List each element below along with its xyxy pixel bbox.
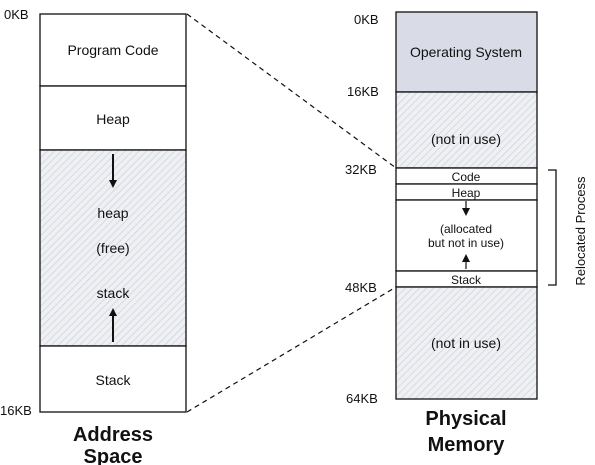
pm-unused-upper-label: (not in use) xyxy=(431,131,501,147)
pm-unused-upper-block xyxy=(395,91,538,169)
as-0kb-label: 0KB xyxy=(4,7,29,22)
relocated-process-label: Relocated Process xyxy=(573,176,588,286)
mapping-line-top xyxy=(186,13,397,169)
pm-title-line2: Memory xyxy=(428,434,506,456)
pm-16kb-label: 16KB xyxy=(347,84,379,99)
pm-title-line1: Physical xyxy=(425,408,506,430)
pm-os-label: Operating System xyxy=(410,44,522,60)
pm-unused-lower-block xyxy=(395,286,538,400)
as-free-label: (free) xyxy=(96,240,129,256)
as-free-heap-label: heap xyxy=(97,205,128,221)
pm-os-block xyxy=(395,11,538,93)
pm-32kb-label: 32KB xyxy=(345,162,377,177)
as-program-code-block xyxy=(39,13,187,87)
pm-code-label: Code xyxy=(452,170,481,184)
as-16kb-label: 16KB xyxy=(0,403,32,418)
physical-memory: 0KB 16KB 32KB 48KB 64KB Operating System… xyxy=(345,11,588,456)
as-stack-label: Stack xyxy=(95,372,131,388)
pm-heap-label: Heap xyxy=(452,186,481,200)
pm-allocated-label-2: but not in use) xyxy=(428,236,504,250)
pm-64kb-label: 64KB xyxy=(346,391,378,406)
as-title-line1: Address xyxy=(73,424,153,446)
address-space: 0KB Program Code Heap heap (free) stack … xyxy=(0,7,187,465)
pm-0kb-label: 0KB xyxy=(354,12,379,27)
pm-stack-label: Stack xyxy=(451,273,482,287)
as-stack-block xyxy=(39,345,187,413)
as-heap-label: Heap xyxy=(96,111,130,127)
pm-allocated-label-1: (allocated xyxy=(440,222,492,236)
pm-48kb-label: 48KB xyxy=(345,280,377,295)
as-program-code-label: Program Code xyxy=(67,42,158,58)
relocated-process-bracket xyxy=(548,169,557,286)
as-heap-block xyxy=(39,85,187,151)
mapping-line-bottom xyxy=(186,286,397,413)
as-free-stack-label: stack xyxy=(97,285,131,301)
as-title-line2: Space xyxy=(84,446,143,465)
pm-unused-lower-label: (not in use) xyxy=(431,335,501,351)
